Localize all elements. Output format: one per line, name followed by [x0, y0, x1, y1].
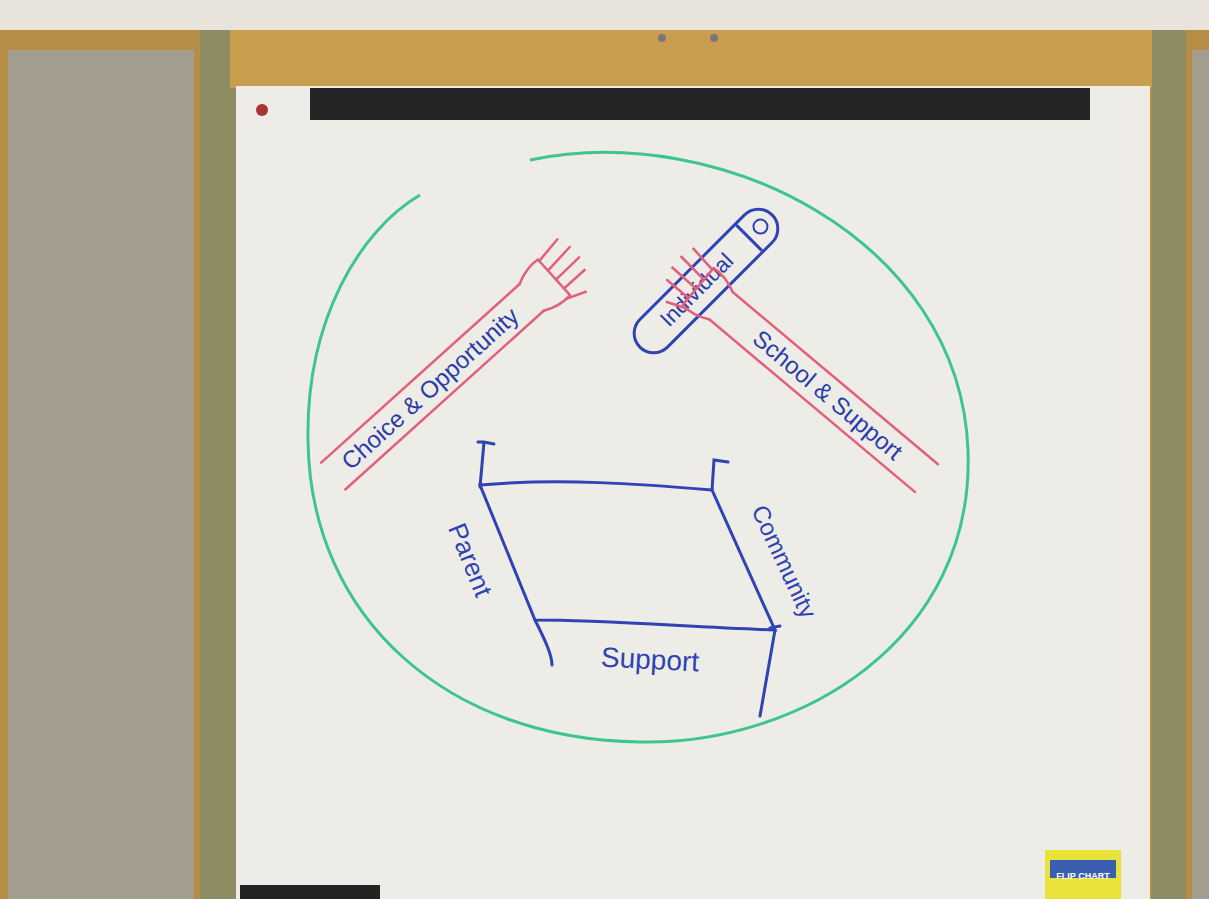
arm-outline: [653, 246, 943, 503]
screw: [658, 34, 666, 42]
whiteboard-surface: [236, 86, 1150, 899]
left-fabric-panel: [8, 50, 194, 899]
top-frame: [230, 30, 1152, 88]
product-label: FLIP CHART: [1056, 865, 1110, 874]
right-frame: [1150, 30, 1209, 899]
label-text: Support: [600, 643, 699, 676]
trampoline-table: [478, 442, 780, 716]
wall: [0, 0, 1209, 30]
dark-strip: [310, 88, 1090, 120]
left-frame: [0, 30, 205, 899]
left-hinge-strip: [200, 30, 236, 899]
enclosing-circle: [308, 152, 968, 742]
flip-chart-box: [1045, 850, 1121, 899]
marker-tray: [240, 885, 380, 899]
right-fabric-panel: [1192, 50, 1209, 899]
right-hinge-strip: [1152, 30, 1186, 899]
screw: [710, 34, 718, 42]
table-side-label: Support: [600, 643, 700, 676]
arm-outline: [315, 237, 598, 500]
magnet: [256, 104, 268, 116]
label-text: FLIP CHART: [1056, 872, 1109, 881]
